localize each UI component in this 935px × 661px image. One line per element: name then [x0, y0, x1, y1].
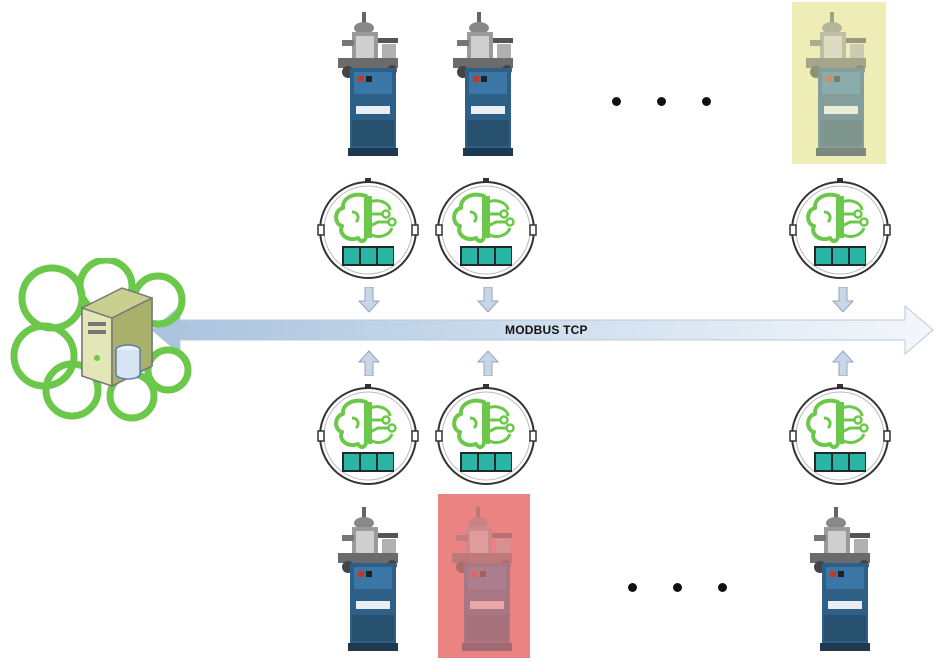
knitting-machine-icon	[806, 12, 866, 156]
bus-label: MODBUS TCP	[505, 323, 588, 337]
ellipsis-bottom	[628, 583, 727, 592]
knitting-machine-icon	[452, 507, 512, 651]
smart-sensor-icon	[434, 384, 538, 486]
smart-sensor-icon	[316, 178, 420, 280]
knitting-machine-icon	[338, 12, 398, 156]
knitting-machine-icon	[453, 12, 513, 156]
cloud-server-icon	[10, 258, 192, 422]
smart-sensor-icon	[788, 178, 892, 280]
smart-sensor-icon	[788, 384, 892, 486]
arrow-up-icon	[358, 350, 380, 376]
knitting-machine-icon	[338, 507, 398, 651]
smart-sensor-icon	[316, 384, 420, 486]
ellipsis-top	[612, 97, 711, 106]
knitting-machine-icon	[810, 507, 870, 651]
arrow-up-icon	[477, 350, 499, 376]
arrow-up-icon	[832, 350, 854, 376]
smart-sensor-icon	[434, 178, 538, 280]
